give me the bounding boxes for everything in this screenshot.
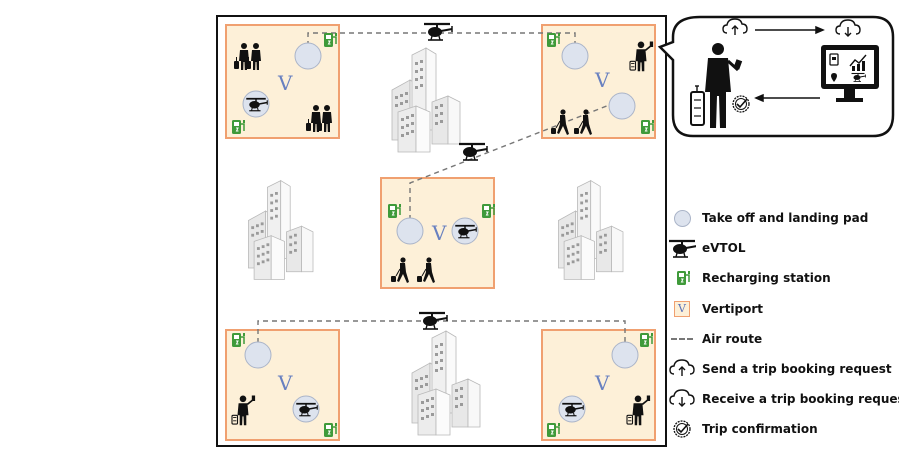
cloud-upload-icon	[669, 359, 695, 377]
traveler-with-phone	[690, 43, 743, 128]
legend-item-route: Air route	[668, 329, 762, 349]
legend-label: Air route	[702, 332, 763, 346]
flow-arrows	[754, 25, 825, 103]
legend-item-receive: Receive a trip booking request	[668, 389, 899, 409]
legend-item-confirm: Trip confirmation	[668, 419, 818, 439]
legend-label: Recharging station	[702, 271, 831, 285]
helicopter-pad	[293, 396, 319, 422]
landing-pad	[611, 341, 639, 369]
monitor-icon	[821, 45, 879, 102]
legend-item-pad: Take off and landing pad	[668, 208, 868, 228]
vertiport-symbol: V	[594, 371, 610, 395]
landing-pad	[396, 217, 424, 245]
cloud-download-icon	[669, 389, 695, 407]
vertiport-symbol: V	[277, 71, 293, 95]
legend-label: Send a trip booking request	[702, 362, 892, 376]
legend-label: Trip confirmation	[702, 422, 818, 436]
vertiport-symbol: V	[277, 371, 293, 395]
legend-item-recharge: Recharging station	[668, 268, 831, 288]
legend-item-send: Send a trip booking request	[668, 359, 892, 379]
vertiport-symbol: V	[431, 221, 447, 245]
legend-label: Receive a trip booking request	[702, 392, 899, 406]
legend-item-vertiport: V Vertiport	[668, 299, 763, 319]
landing-pad	[608, 92, 636, 120]
landing-pad	[244, 341, 272, 369]
charger-icon	[676, 270, 691, 286]
legend-label: eVTOL	[702, 241, 746, 255]
evtol-icon	[668, 239, 696, 258]
landing-pad	[294, 42, 322, 70]
landing-pad	[561, 42, 589, 70]
confirm-icon	[673, 420, 691, 438]
helicopter-pad	[559, 396, 585, 422]
air-route-icon	[671, 338, 693, 340]
helicopter-pad	[452, 218, 478, 244]
legend-item-evtol: eVTOL	[668, 238, 745, 258]
helicopter-pad	[243, 91, 269, 117]
landing-pad-icon	[673, 209, 691, 227]
legend-label: Take off and landing pad	[702, 211, 869, 225]
vertiport-symbol: V	[594, 68, 610, 92]
legend-label: Vertiport	[702, 302, 764, 316]
vertiport-icon: V	[674, 301, 690, 317]
